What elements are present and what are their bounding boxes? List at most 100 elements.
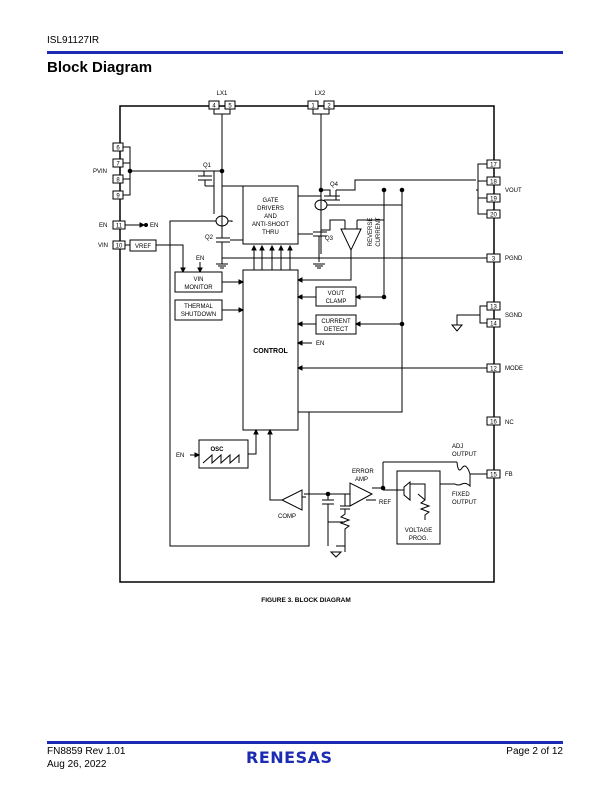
label-lx2: LX2	[315, 91, 326, 97]
label-en-out: EN	[150, 223, 158, 229]
figure-caption: FIGURE 3. BLOCK DIAGRAM	[261, 597, 351, 604]
pin-5: 5	[228, 104, 232, 110]
pin-15: 15	[490, 473, 497, 479]
fixed-label-2: OUTPUT	[452, 500, 477, 506]
header-rule	[47, 51, 563, 54]
comp-amp: COMP	[269, 430, 306, 520]
footer-page-number: Page 2 of 12	[506, 746, 563, 757]
label-nc: NC	[505, 420, 514, 426]
q1-transistor: Q1	[198, 163, 215, 214]
gate-drivers-block: GATE DRIVERS AND ANTI-SHOOT THRU	[242, 185, 299, 245]
curdet-label-1: CURRENT	[321, 319, 351, 325]
pin-vout-group: 17 18 19 20 VOUT	[486, 159, 522, 219]
pin-20: 20	[490, 213, 497, 219]
footer-date: Aug 26, 2022	[47, 759, 107, 770]
erramp-label-2: AMP	[355, 477, 368, 483]
pin-pgnd-group: 3 PGND	[486, 253, 523, 263]
control-block: CONTROL	[242, 269, 299, 431]
gate-label-5: THRU	[262, 230, 279, 236]
pin-14: 14	[490, 322, 497, 328]
vinmon-label-1: VIN	[193, 277, 203, 283]
pin-4: 4	[212, 104, 216, 110]
control-label: CONTROL	[253, 348, 288, 355]
pin-nc-group: 16 NC	[486, 416, 514, 426]
thermal-label-2: SHUTDOWN	[181, 312, 216, 318]
thermal-shutdown-block: THERMAL SHUTDOWN	[174, 299, 223, 321]
vprog-label-2: PROG.	[409, 536, 429, 542]
fixed-label-1: FIXED	[452, 492, 470, 498]
renesas-logo: RENESAS	[246, 748, 333, 767]
label-lx1: LX1	[217, 91, 228, 97]
curdet-label-2: DETECT	[324, 327, 348, 333]
vinmon-label-2: MONITOR	[184, 285, 213, 291]
label-vout: VOUT	[505, 188, 522, 194]
footer-rule	[47, 741, 563, 744]
label-en-osc: EN	[176, 453, 184, 459]
vprog-label-1: VOLTAGE	[405, 528, 432, 534]
footer-doc-rev: FN8859 Rev 1.01	[47, 746, 126, 757]
pin-fb-group: 15 FB	[486, 469, 513, 479]
voutclamp-label-1: VOUT	[328, 291, 345, 297]
adj-label-2: OUTPUT	[452, 452, 477, 458]
label-q1: Q1	[203, 163, 212, 169]
label-en-control: EN	[316, 341, 324, 347]
chip-boundary	[119, 105, 495, 583]
reverse-label-1: REVERSE	[368, 218, 374, 247]
pin-8: 8	[116, 178, 120, 184]
label-fb: FB	[505, 472, 513, 478]
vout-clamp-block: VOUT CLAMP	[315, 286, 357, 307]
pin-10: 10	[116, 244, 123, 250]
pin-mode-group: 12 MODE	[296, 363, 523, 373]
label-mode: MODE	[505, 366, 523, 372]
adj-label-1: ADJ	[452, 444, 463, 450]
q3-transistor: Q3	[298, 210, 334, 269]
document-header: ISL91127IR	[47, 35, 100, 46]
section-title: Block Diagram	[47, 59, 153, 76]
pin-7: 7	[116, 162, 120, 168]
pin-16: 16	[490, 420, 497, 426]
label-sgnd: SGND	[505, 313, 523, 319]
comp-label: COMP	[278, 514, 296, 520]
erramp-label-1: ERROR	[352, 469, 374, 475]
label-q2: Q2	[205, 235, 214, 241]
thermal-label-1: THERMAL	[184, 304, 213, 310]
gate-label-3: AND	[264, 214, 277, 220]
label-pvin: PVIN	[93, 169, 107, 175]
voutclamp-label-2: CLAMP	[326, 299, 347, 305]
pin-13: 13	[490, 305, 497, 311]
pin-2: 2	[327, 104, 331, 110]
error-amp: ERROR AMP REF	[349, 462, 404, 507]
vref-block: VREF	[129, 239, 157, 252]
pin-9: 9	[116, 194, 120, 200]
label-en-vinmon: EN	[196, 256, 204, 262]
pin-vin-group: 10 VIN	[98, 240, 130, 250]
pin-17: 17	[490, 163, 497, 169]
vref-label: VREF	[135, 244, 151, 250]
label-pgnd: PGND	[505, 256, 523, 262]
pin-3: 3	[492, 257, 496, 263]
pin-12: 12	[490, 367, 497, 373]
voltage-prog-block: VOLTAGE PROG.	[396, 470, 441, 545]
label-vin: VIN	[98, 243, 108, 249]
pin-11: 11	[116, 224, 123, 230]
reverse-current-comparator: REVERSE CURRENT	[321, 190, 385, 252]
label-q4: Q4	[330, 182, 339, 188]
pin-6: 6	[116, 146, 120, 152]
osc-label: OSC	[210, 447, 224, 453]
vin-monitor-block: VIN MONITOR	[174, 271, 223, 293]
q2-transistor: Q2	[205, 214, 243, 269]
pin-pvin-group: 6 7 8 9 PVIN	[93, 142, 124, 200]
oscillator-block: OSC EN	[176, 428, 259, 469]
pin-1: 1	[311, 104, 315, 110]
q4-transistor: Q4	[321, 179, 476, 201]
pin-18: 18	[490, 180, 497, 186]
gate-label-1: GATE	[263, 198, 279, 204]
label-en: EN	[99, 223, 107, 229]
label-q3: Q3	[325, 236, 334, 242]
pin-sgnd-group: 13 14 SGND	[450, 301, 523, 332]
pin-en-group: 11 EN EN	[99, 220, 158, 230]
current-detect-block: CURRENT DETECT	[315, 314, 357, 335]
gate-label-2: DRIVERS	[257, 206, 284, 212]
gate-label-4: ANTI-SHOOT	[252, 222, 289, 228]
